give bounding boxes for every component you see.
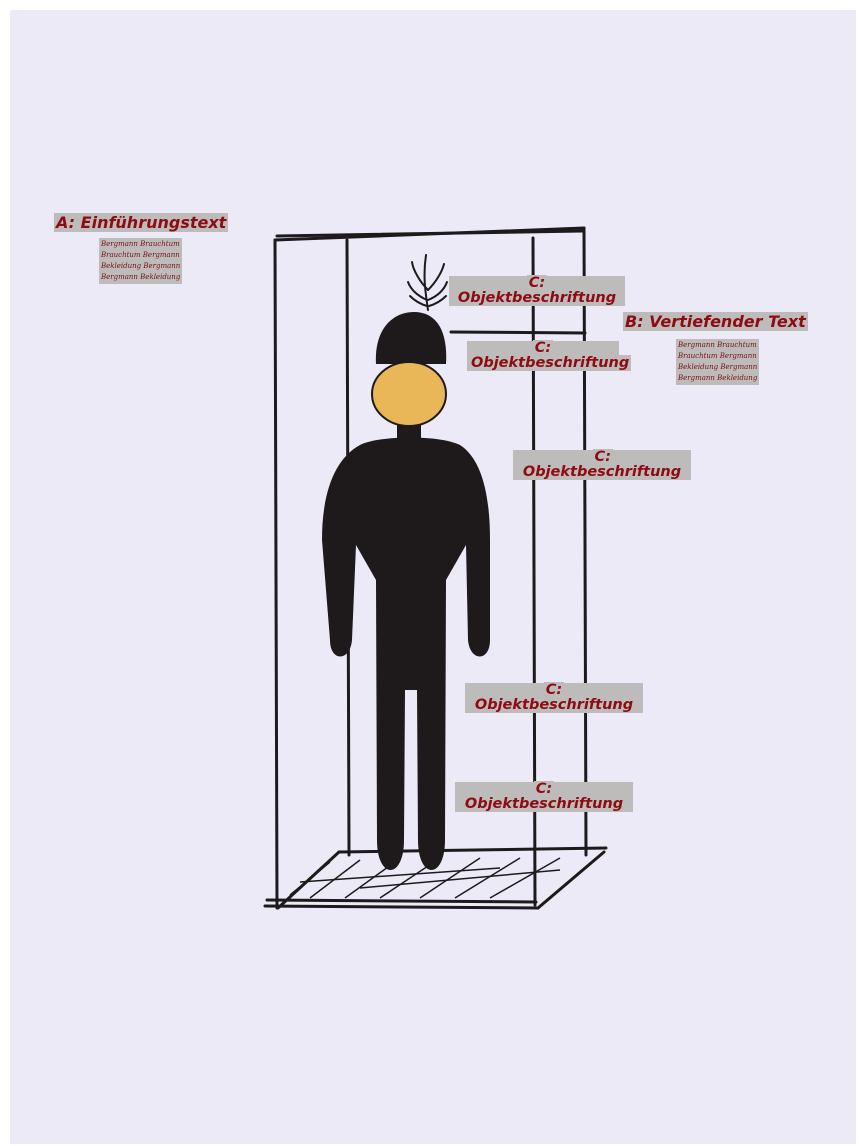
sample-text-a: Bergmann Brauchtum Brauchtum Bergmann Be… [99, 238, 182, 284]
sample-text-b: Bergmann Brauchtum Brauchtum Bergmann Be… [676, 339, 759, 385]
sample-line: Bekleidung Bergmann [101, 261, 180, 272]
plume-sketch [408, 255, 447, 310]
object-label-3: C: Objektbeschriftung [513, 450, 691, 480]
object-label-5: C: Objektbeschriftung [455, 782, 633, 812]
sample-line: Bekleidung Bergmann [678, 362, 757, 373]
object-label-2: C: Objektbeschriftung [467, 341, 619, 371]
label-b-heading: B: Vertiefender Text [623, 314, 808, 331]
object-label-1: C: Objektbeschriftung [449, 276, 625, 306]
sample-line: Brauchtum Bergmann [101, 250, 180, 261]
label-a-heading: A: Einführungstext [54, 215, 228, 232]
sample-line: Bergmann Bekleidung [678, 373, 757, 384]
sample-line: Bergmann Brauchtum [678, 340, 757, 351]
sample-line: Brauchtum Bergmann [678, 351, 757, 362]
sample-line: Bergmann Brauchtum [101, 239, 180, 250]
sample-line: Bergmann Bekleidung [101, 272, 180, 283]
object-label-4: C: Objektbeschriftung [465, 683, 643, 713]
